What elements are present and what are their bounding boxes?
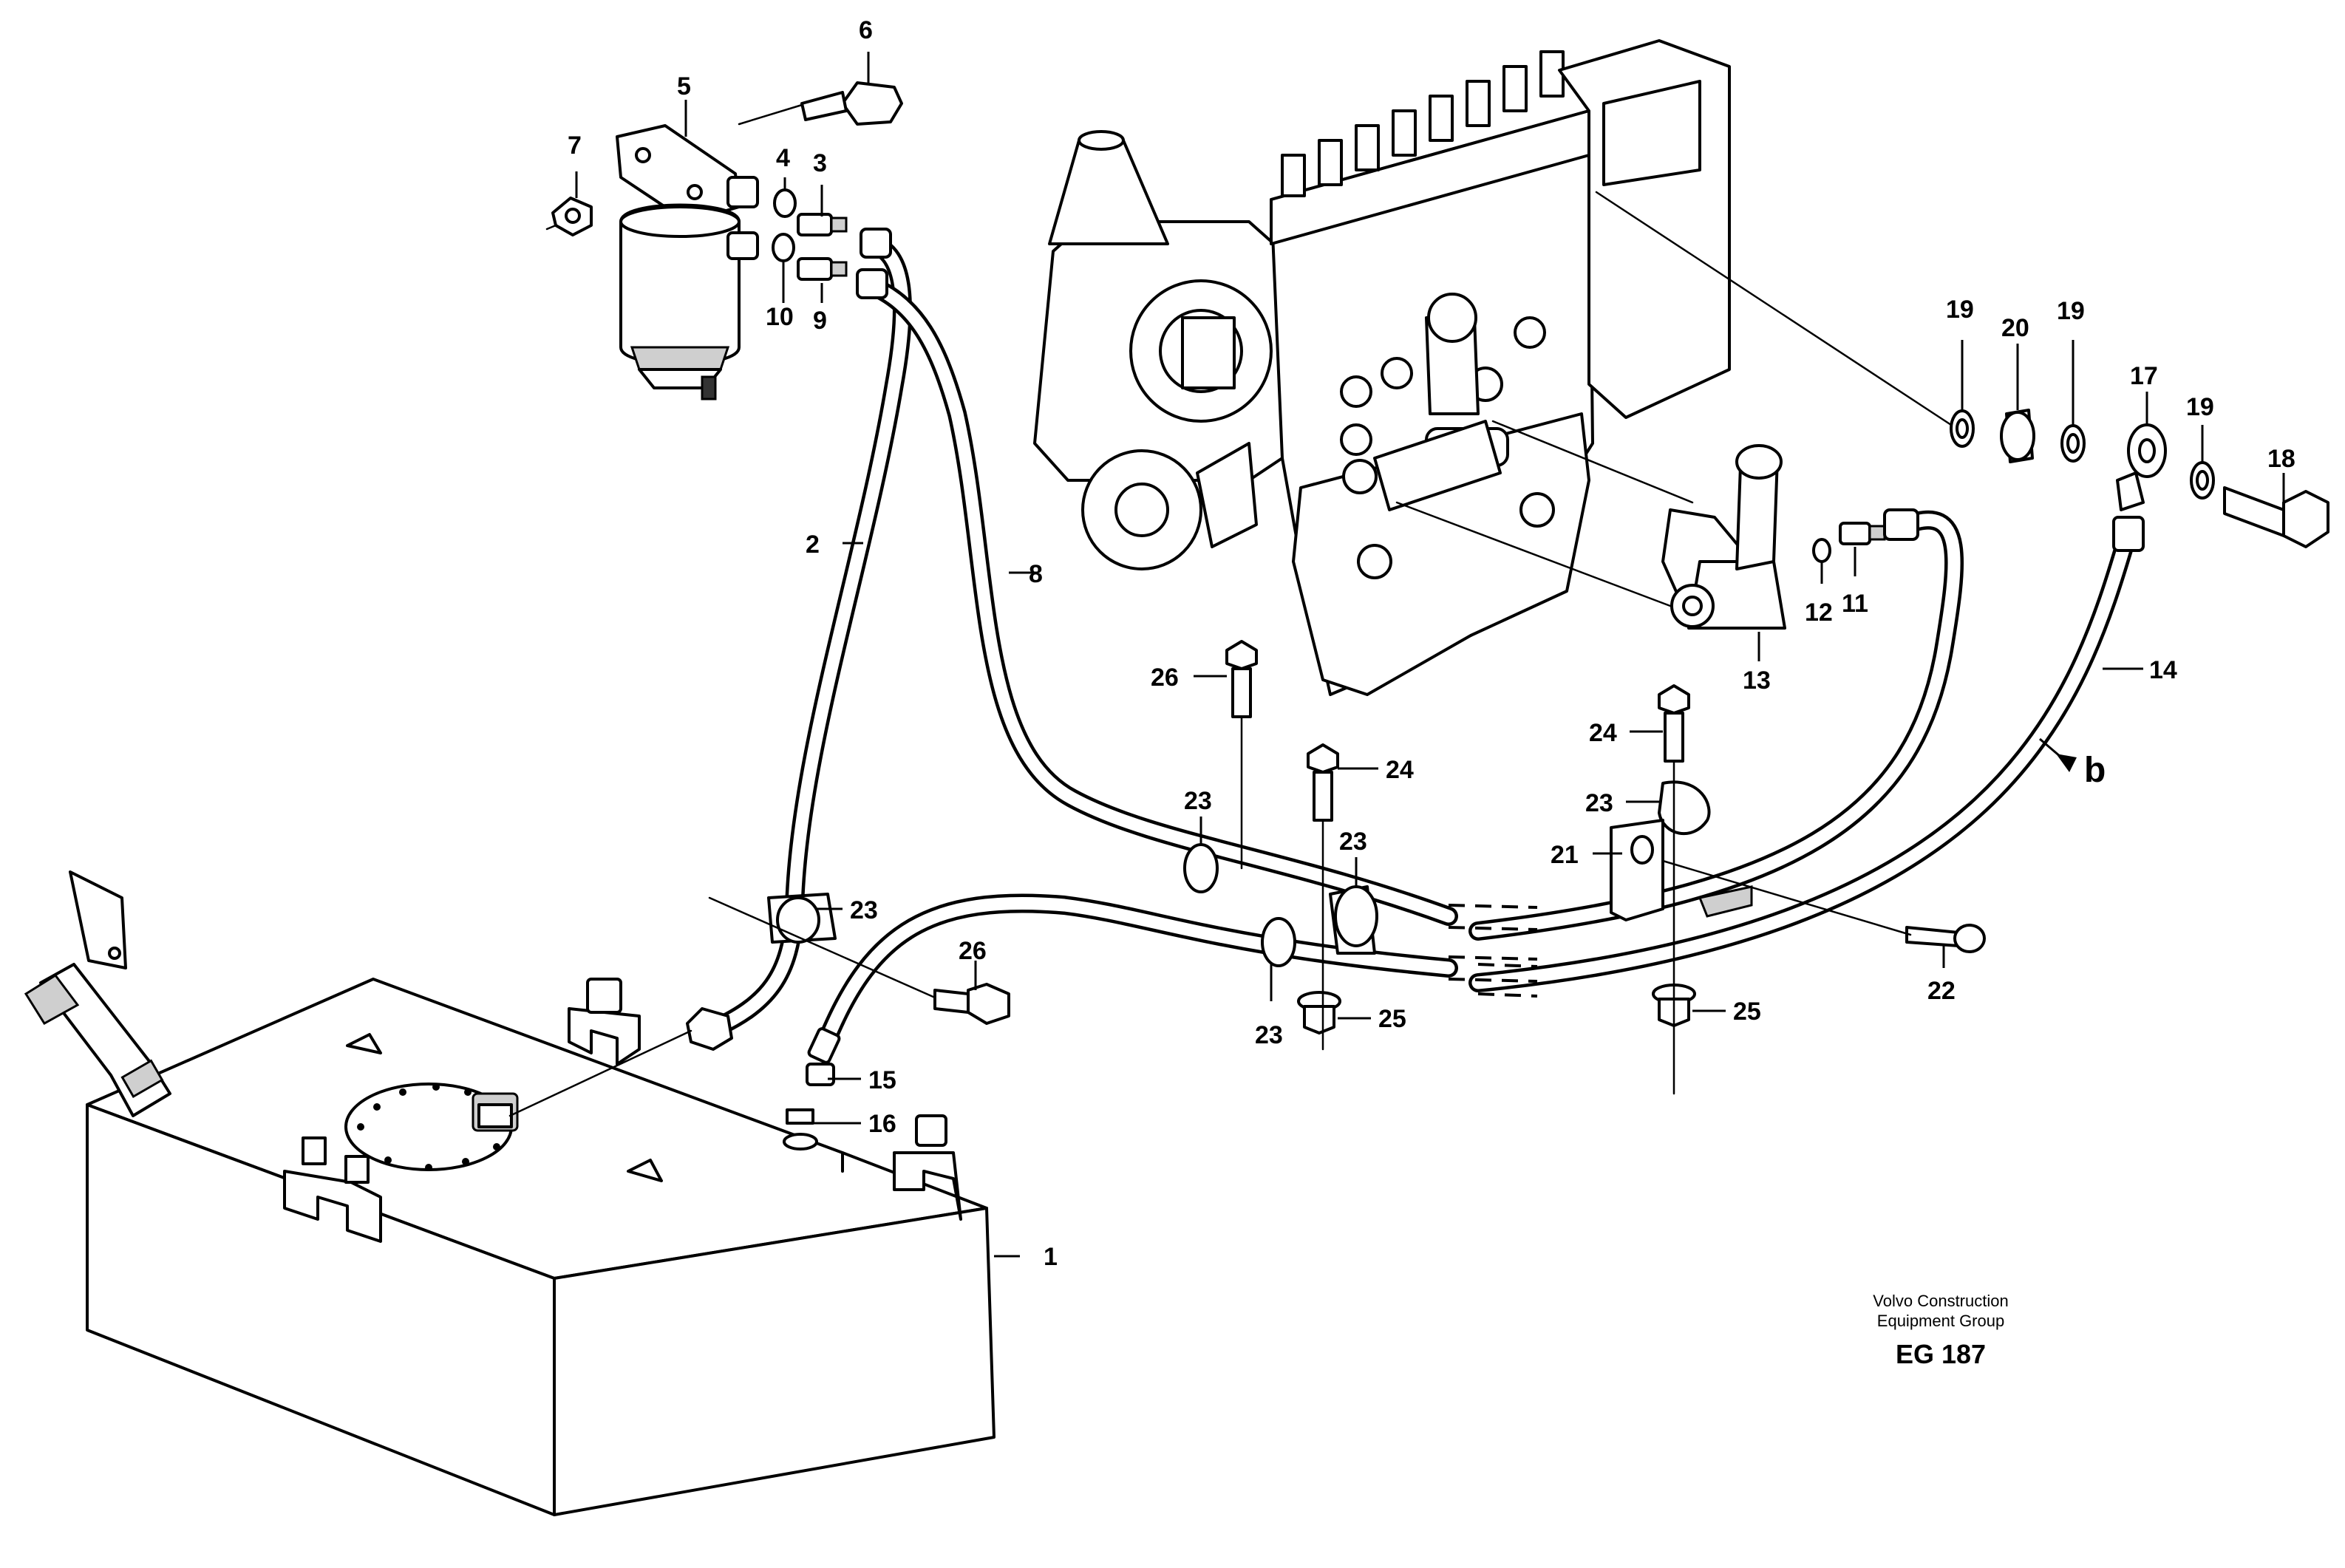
callout-5: 5 [677,72,691,100]
bracket-21 [1610,819,1753,921]
callout-21: 21 [1551,841,1579,869]
hose-feed-to-primer [1468,508,1964,941]
callout-23c: 23 [1339,828,1367,856]
callout-b: b [2084,751,2106,790]
callout-11: 11 [1842,590,1868,618]
callout-12: 12 [1805,599,1833,627]
callout-19b: 19 [2057,297,2085,325]
callout-8: 8 [1029,560,1043,588]
callout-4: 4 [776,144,790,172]
union-15 [806,1027,841,1086]
callout-2: 2 [806,531,820,559]
callout-26a: 26 [1151,664,1179,692]
fuel-tank [24,870,995,1516]
bolt-24-mid [1307,743,1339,822]
clamp-23-right [1329,885,1378,955]
fuel-filter [616,124,759,400]
callout-labels: 1 2 3 4 5 6 7 8 9 10 11 12 13 14 15 16 1… [568,16,2295,1271]
hose-breaks [1448,904,1538,998]
clamp-23-mid [1183,843,1296,967]
washer-10 [772,233,795,262]
callout-20: 20 [2001,314,2029,342]
callout-24b: 24 [1589,719,1617,747]
leader-lines [575,52,2285,1258]
callout-26b: 26 [959,937,987,965]
washer-16 [783,1133,818,1151]
clamp-23-far-right [1658,780,1711,835]
callout-14: 14 [2149,656,2177,684]
callout-25a: 25 [1378,1005,1406,1033]
nut-25-mid [1297,991,1341,1034]
spacer-20 [2000,409,2035,463]
bolt-26-bottom [933,983,1010,1025]
callout-23e: 23 [1255,1021,1283,1049]
union-3 [797,213,848,236]
credit-line-1: Volvo Construction [1873,1292,2008,1310]
callout-19c: 19 [2186,393,2214,421]
callout-23a: 23 [850,896,878,924]
clamp-23-left [767,893,837,944]
tank-bracket-left [283,1136,382,1243]
callout-18: 18 [2267,445,2295,473]
assembly-lines [508,103,1953,1117]
callout-3: 3 [813,149,827,177]
tank-fitting [786,1108,814,1125]
callout-15: 15 [868,1066,896,1094]
callout-19a: 19 [1946,296,1974,324]
tank-bracket-right [893,1114,962,1221]
callout-1: 1 [1044,1243,1058,1271]
callout-23b: 23 [1184,787,1212,815]
callout-22: 22 [1927,977,1956,1005]
delivery-valves [1281,50,1565,197]
callout-7: 7 [568,132,582,160]
union-9 [797,257,848,281]
washer-12 [1812,538,1831,563]
injection-pump [1033,39,1731,696]
union-11 [1839,522,1886,545]
callout-13: 13 [1743,667,1771,695]
callout-23d: 23 [1585,789,1613,817]
publisher-credit: Volvo Construction Equipment Group EG 18… [1873,1292,2008,1369]
callout-9: 9 [813,307,827,335]
callout-24a: 24 [1386,756,1414,784]
bolt-6 [800,81,903,126]
hand-priming-pump [1661,444,1786,630]
hose-14 [1468,516,2145,992]
tank-bracket-rear [568,978,641,1066]
filler-neck [24,870,171,1117]
figure-code: EG 187 [1896,1339,1986,1369]
bolt-22 [1905,924,1986,953]
hose-8 [856,268,1458,926]
callout-10: 10 [766,303,794,331]
sender-unit [472,1092,519,1132]
callout-25b: 25 [1733,998,1761,1026]
nut-7 [551,197,593,236]
bolt-24-right [1658,684,1690,763]
callout-6: 6 [859,16,873,44]
banjo-17 [2116,423,2167,511]
washer-4 [773,188,797,218]
callout-17: 17 [2130,362,2158,390]
callout-16: 16 [868,1110,896,1138]
bolt-18 [2223,486,2329,548]
banjo-group [1950,409,2329,548]
credit-line-2: Equipment Group [1877,1312,2004,1330]
bolt-26-top [1225,640,1258,718]
